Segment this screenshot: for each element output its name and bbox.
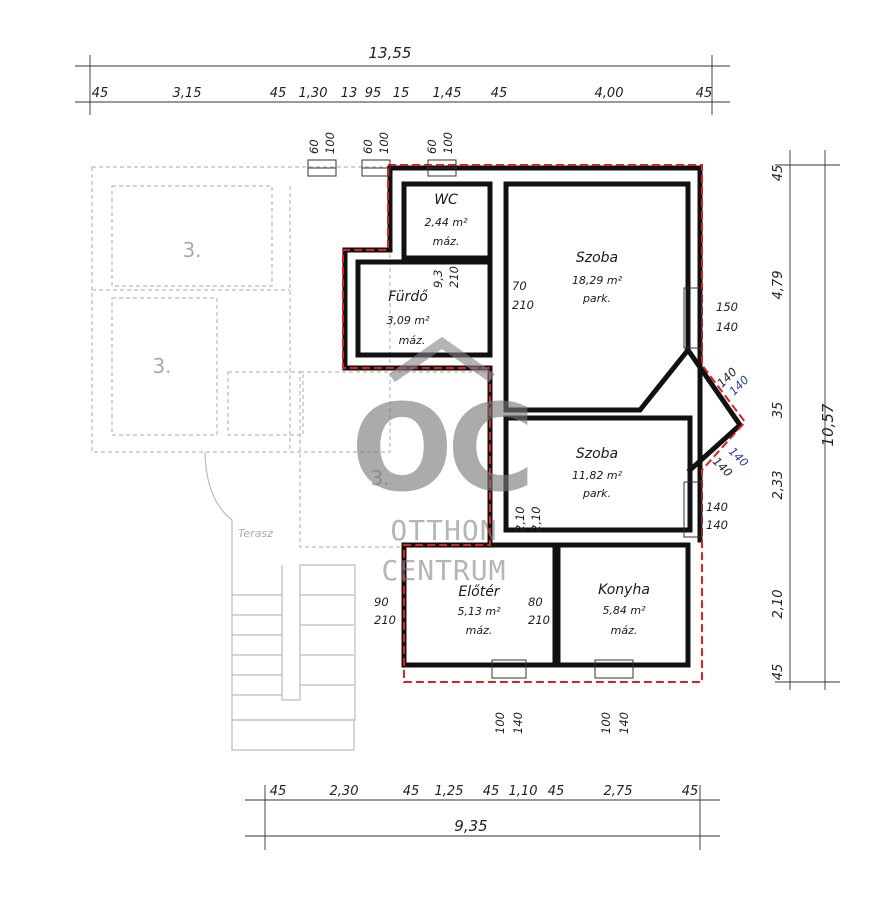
right-dim-3: 35 <box>771 402 786 419</box>
neighbor-label-2: 3. <box>152 354 171 378</box>
room-szoba2-name: Szoba <box>576 446 618 462</box>
top-dim-7: 15 <box>393 86 410 101</box>
bottom-dim-9: 45 <box>682 784 699 799</box>
win-bottom1-a: 100 <box>493 712 507 734</box>
room-wc-name: WC <box>434 192 458 208</box>
right-dim-6: 45 <box>771 664 786 681</box>
top-dim-1: 45 <box>92 86 109 101</box>
win-bottom1-b: 140 <box>511 712 525 734</box>
bottom-dim-8: 2,75 <box>604 784 633 799</box>
room-szoba1-floor: park. <box>582 292 611 305</box>
door-eloter-b: 210 <box>374 613 396 627</box>
room-konyha-name: Konyha <box>598 582 650 598</box>
right-total-dim: 10,57 <box>819 403 837 446</box>
top-dim-8: 1,45 <box>433 86 462 101</box>
top-dim-9: 45 <box>491 86 508 101</box>
room-eloter-area: 5,13 m² <box>457 605 501 618</box>
room-wc-area: 2,44 m² <box>424 216 468 229</box>
watermark-line1: OTTHON <box>390 514 497 547</box>
top-total-dim: 13,55 <box>369 44 412 62</box>
top-dim-5: 13 <box>341 86 358 101</box>
win-szoba1-right-a: 150 <box>716 300 738 314</box>
room-szoba1-area: 18,29 m² <box>572 274 623 287</box>
door-szoba2-a: 2,10 <box>513 506 527 532</box>
top-dim-10: 4,00 <box>595 86 624 101</box>
door-furdo-b: 210 <box>447 266 461 288</box>
room-szoba2-floor: park. <box>582 487 611 500</box>
room-eloter-name: Előtér <box>458 584 500 600</box>
win-szoba1-right-b: 140 <box>716 320 738 334</box>
room-konyha-floor: máz. <box>611 624 638 637</box>
bottom-dim-4: 1,25 <box>435 784 464 799</box>
win-top3-a: 60 <box>425 139 439 154</box>
right-dim-4: 2,33 <box>771 471 786 500</box>
win-bottom2-a: 100 <box>599 712 613 734</box>
bottom-dim-6: 1,10 <box>509 784 538 799</box>
watermark-letters: OC <box>351 380 529 519</box>
neighbor-label-1: 3. <box>182 238 201 262</box>
bottom-total-dim: 9,35 <box>454 817 487 835</box>
room-konyha: Konyha 5,84 m² máz. <box>598 582 650 637</box>
door-szoba2-b: 2,10 <box>529 506 543 532</box>
top-dim-3: 45 <box>270 86 287 101</box>
top-dim-6: 95 <box>365 86 382 101</box>
top-dim-11: 45 <box>696 86 713 101</box>
right-segment-dims: 45 4,79 35 2,33 2,10 45 <box>771 165 786 681</box>
room-szoba-2: Szoba 11,82 m² park. <box>572 446 623 500</box>
right-dim-1: 45 <box>771 165 786 182</box>
room-szoba-1: Szoba 18,29 m² park. <box>572 250 623 305</box>
bottom-segment-dims: 45 2,30 45 1,25 45 1,10 45 2,75 45 <box>270 784 699 799</box>
top-segment-dims: 45 3,15 45 1,30 13 95 15 1,45 45 4,00 45 <box>92 86 713 101</box>
room-furdo-area: 3,09 m² <box>386 314 430 327</box>
door-szoba1-b: 210 <box>512 298 534 312</box>
win-top3-b: 100 <box>441 132 455 154</box>
right-dim-2: 4,79 <box>771 271 786 300</box>
neighbor-label-3: 3. <box>370 466 389 490</box>
watermark-roof-icon <box>389 336 495 383</box>
dimension-lines <box>75 55 840 850</box>
door-labels: 9,3 210 70 210 2,10 2,10 90 210 80 210 <box>374 266 550 627</box>
room-szoba1-name: Szoba <box>576 250 618 266</box>
room-furdo-floor: máz. <box>399 334 426 347</box>
room-szoba2-area: 11,82 m² <box>572 469 623 482</box>
win-bottom2-b: 140 <box>617 712 631 734</box>
bottom-dim-7: 45 <box>548 784 565 799</box>
door-eloter-a: 90 <box>374 595 389 609</box>
bottom-dim-1: 45 <box>270 784 287 799</box>
door-konyha-a: 80 <box>528 595 543 609</box>
win-top2-b: 100 <box>377 132 391 154</box>
door-konyha-b: 210 <box>528 613 550 627</box>
unit-boundary <box>342 164 747 683</box>
bottom-dim-2: 2,30 <box>330 784 359 799</box>
room-wc-floor: máz. <box>433 235 460 248</box>
top-dim-2: 3,15 <box>173 86 202 101</box>
right-dim-5: 2,10 <box>771 590 786 619</box>
bottom-dim-5: 45 <box>483 784 500 799</box>
room-eloter: Előtér 5,13 m² máz. <box>457 584 501 637</box>
windows <box>307 159 703 679</box>
room-wc: WC 2,44 m² máz. <box>424 192 468 248</box>
bottom-dim-3: 45 <box>403 784 420 799</box>
room-furdo-name: Fürdő <box>388 289 428 305</box>
room-furdo: Fürdő 3,09 m² máz. <box>386 289 430 347</box>
top-dim-4: 1,30 <box>299 86 328 101</box>
room-konyha-area: 5,84 m² <box>602 604 646 617</box>
win-szoba2-right-b: 140 <box>706 518 728 532</box>
win-top1-b: 100 <box>323 132 337 154</box>
door-furdo-a: 9,3 <box>431 270 445 288</box>
win-szoba2-right-a: 140 <box>706 500 728 514</box>
terrace-label: Terasz <box>238 527 273 540</box>
watermark: OC OTTHON CENTRUM <box>351 336 535 587</box>
watermark-line2: CENTRUM <box>381 554 506 587</box>
door-szoba1-a: 70 <box>512 279 527 293</box>
win-top1-a: 60 <box>307 139 321 154</box>
room-eloter-floor: máz. <box>466 624 493 637</box>
win-top2-a: 60 <box>361 139 375 154</box>
